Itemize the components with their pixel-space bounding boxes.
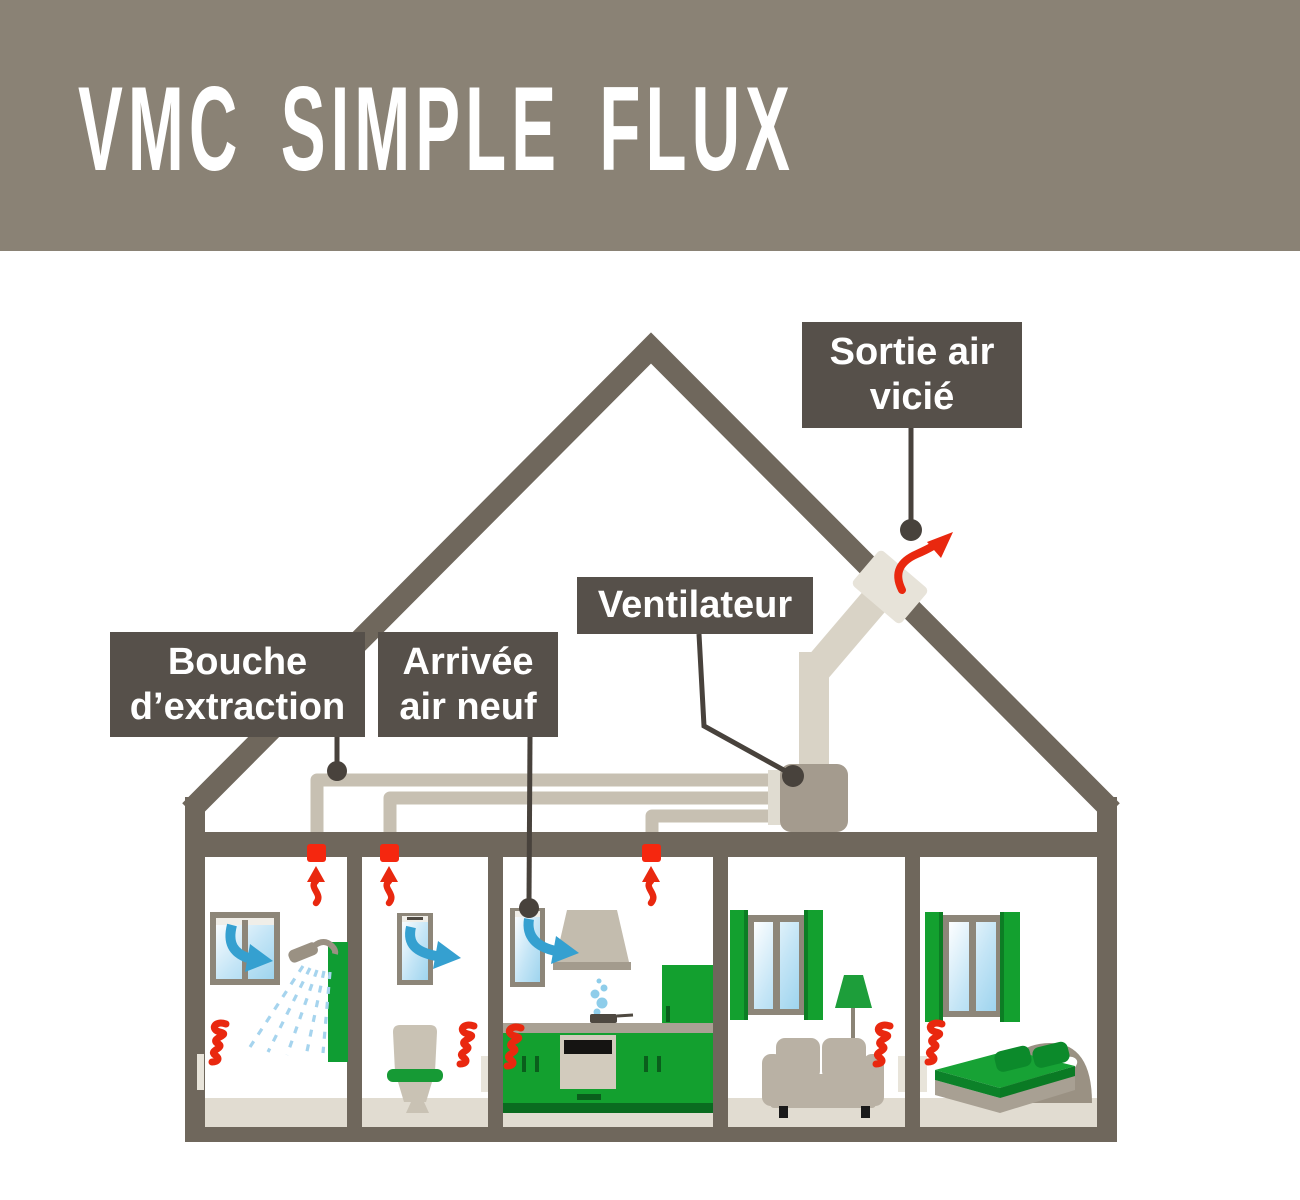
curtain	[730, 910, 748, 1020]
wc	[387, 913, 474, 1113]
steam	[590, 978, 608, 1016]
bed	[935, 1041, 1092, 1113]
floor-lamp	[835, 975, 872, 1046]
living-room	[730, 910, 890, 1118]
fresh-air-arrow-icon	[225, 923, 273, 972]
shower	[248, 939, 348, 1062]
wall-wc-kitchen	[488, 857, 503, 1127]
fresh-air-arrow-icon	[523, 918, 579, 964]
door-undercut	[481, 1056, 488, 1092]
toilet	[387, 1025, 443, 1113]
foundation-beam	[185, 1127, 1117, 1142]
page-title: VMC SIMPLE FLUX	[78, 62, 796, 196]
right-wall	[1097, 797, 1117, 1142]
roof-outlet	[852, 532, 953, 624]
oven	[560, 1035, 616, 1100]
stale-air-exit-arrow-icon	[894, 532, 953, 594]
wall-bathroom-wc	[347, 857, 362, 1127]
header-banner: VMC SIMPLE FLUX	[0, 0, 1300, 251]
label-sortie-air-vicie: Sortie air vicié	[802, 322, 1022, 428]
door-undercut	[898, 1056, 905, 1092]
living-window	[730, 910, 823, 1020]
callout-connectors	[327, 428, 922, 918]
label-bouche-extraction: Bouche d’extraction	[110, 632, 365, 737]
fresh-air-arrow-icon	[405, 925, 461, 969]
range-hood	[553, 910, 631, 970]
kitchen	[503, 908, 713, 1113]
label-arrivee-air-neuf: Arrivée air neuf	[378, 632, 558, 737]
sofa	[762, 1038, 884, 1118]
bathroom-window	[210, 912, 280, 985]
extraction-vents	[307, 844, 661, 903]
cooking-pot	[590, 1013, 634, 1023]
label-ventilateur: Ventilateur	[577, 577, 813, 634]
curtain	[925, 912, 943, 1022]
fan-unit	[768, 764, 848, 832]
bathroom	[210, 912, 348, 1062]
wall-kitchen-living	[713, 857, 728, 1127]
countertop	[503, 1023, 713, 1033]
tall-cabinet	[662, 965, 713, 1025]
bedroom	[925, 912, 1092, 1113]
wall-living-bedroom	[905, 857, 920, 1127]
curtain	[1000, 912, 1020, 1022]
curtain	[804, 910, 823, 1020]
door-undercut	[197, 1054, 204, 1090]
shower-spray	[248, 965, 332, 1057]
bedroom-window	[925, 912, 1020, 1022]
door-undercut	[920, 1056, 927, 1092]
